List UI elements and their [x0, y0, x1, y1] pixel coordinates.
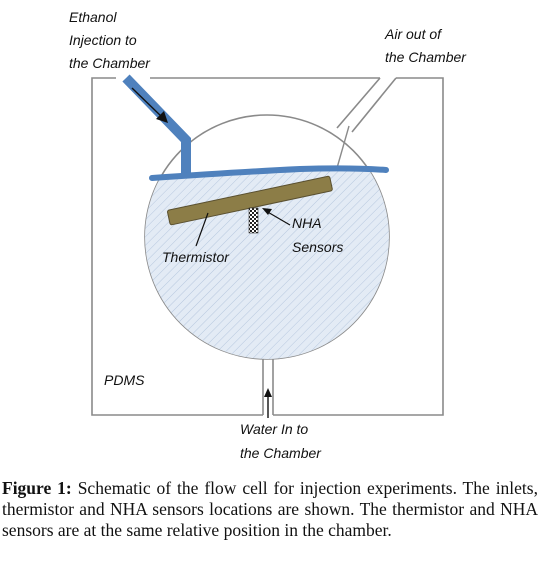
ethanol-flow-arrow-head — [156, 111, 168, 123]
pdms-block-outline — [91, 77, 444, 416]
thermistor-pointer-line — [195, 212, 209, 247]
nha-pointer-line — [265, 210, 291, 226]
flow-cell-schematic: Ethanol Injection to the Chamber Air out… — [69, 9, 467, 461]
air-label-line1: Air out of — [384, 26, 443, 42]
ethanol-label-line1: Ethanol — [69, 9, 117, 25]
pdms-label: PDMS — [104, 372, 145, 388]
nha-label-line2: Sensors — [292, 239, 343, 255]
liquid-surface-line — [149, 165, 389, 181]
water-flow-arrow-head — [264, 388, 272, 397]
ethanol-label-line2: Injection to — [69, 32, 137, 48]
water-label-line2: the Chamber — [240, 445, 322, 461]
ethanol-flow-arrow-shaft — [131, 87, 164, 119]
caption-text: Schematic of the flow cell for injection… — [2, 478, 538, 540]
nha-pointer-head — [262, 208, 272, 215]
figure-caption: Figure 1: Schematic of the flow cell for… — [2, 478, 538, 541]
thermistor-label: Thermistor — [162, 249, 230, 265]
air-label-line2: the Chamber — [385, 49, 467, 65]
nha-label-line1: NHA — [292, 215, 322, 231]
caption-label: Figure 1: — [2, 478, 72, 498]
water-label-line1: Water In to — [240, 421, 308, 437]
nha-sensor — [248, 207, 259, 234]
ethanol-label-line3: the Chamber — [69, 55, 151, 71]
ethanol-channel — [122, 74, 191, 178]
air-channel-right-wall — [351, 77, 397, 133]
air-channel-left-wall — [336, 77, 381, 129]
air-outlet-inner-line — [336, 125, 350, 169]
